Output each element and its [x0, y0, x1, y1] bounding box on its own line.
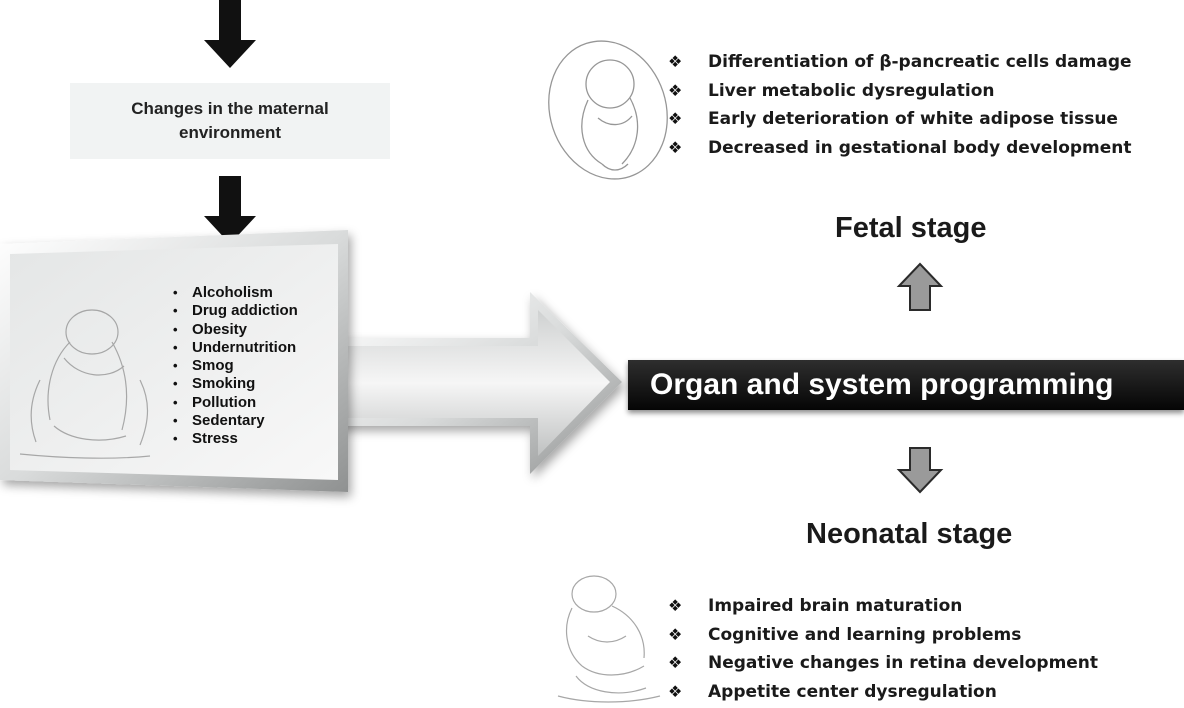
fetal-stage-title: Fetal stage: [835, 212, 987, 244]
risk-factor-item: Smoking: [170, 375, 298, 394]
risk-factor-list: Alcoholism Drug addiction Obesity Undern…: [170, 284, 298, 449]
down-arrow-top-icon: [204, 0, 256, 68]
maternal-environment-box: Changes in the maternal environment: [70, 83, 390, 159]
fetal-outcome-item: Differentiation of β-pancreatic cells da…: [668, 48, 1132, 77]
neonatal-outcomes-list: Impaired brain maturation Cognitive and …: [668, 592, 1098, 706]
risk-factor-item: Pollution: [170, 394, 298, 413]
risk-factor-item: Alcoholism: [170, 284, 298, 303]
organ-system-programming-label: Organ and system programming: [650, 368, 1114, 401]
maternal-environment-line2: environment: [178, 123, 282, 142]
fetal-outcome-item: Decreased in gestational body developmen…: [668, 134, 1132, 163]
organ-system-programming-bar: Organ and system programming: [628, 360, 1184, 410]
neonatal-stage-title: Neonatal stage: [806, 518, 1013, 550]
newborn-sketch-icon: [557, 575, 661, 703]
neonatal-outcome-item: Cognitive and learning problems: [668, 621, 1098, 650]
down-arrow-gray-icon: [896, 447, 944, 494]
neonatal-outcome-item: Impaired brain maturation: [668, 592, 1098, 621]
risk-factor-item: Sedentary: [170, 412, 298, 431]
maternal-factors-arrow-panel: [0, 230, 622, 492]
up-arrow-gray-icon: [896, 262, 944, 311]
fetal-outcomes-list: Differentiation of β-pancreatic cells da…: [668, 48, 1132, 162]
risk-factor-item: Stress: [170, 430, 298, 449]
down-arrow-middle-icon: [204, 176, 256, 244]
risk-factor-item: Obesity: [170, 321, 298, 340]
neonatal-outcome-item: Negative changes in retina development: [668, 649, 1098, 678]
fetal-outcome-item: Liver metabolic dysregulation: [668, 77, 1132, 106]
risk-factor-item: Smog: [170, 357, 298, 376]
crouching-child-sketch-icon: [19, 309, 151, 459]
maternal-environment-line1: Changes in the maternal: [131, 99, 329, 118]
neonatal-outcome-item: Appetite center dysregulation: [668, 678, 1098, 707]
risk-factor-item: Drug addiction: [170, 302, 298, 321]
fetus-sketch-icon: [548, 40, 668, 180]
fetal-outcome-item: Early deterioration of white adipose tis…: [668, 105, 1132, 134]
risk-factor-item: Undernutrition: [170, 339, 298, 358]
